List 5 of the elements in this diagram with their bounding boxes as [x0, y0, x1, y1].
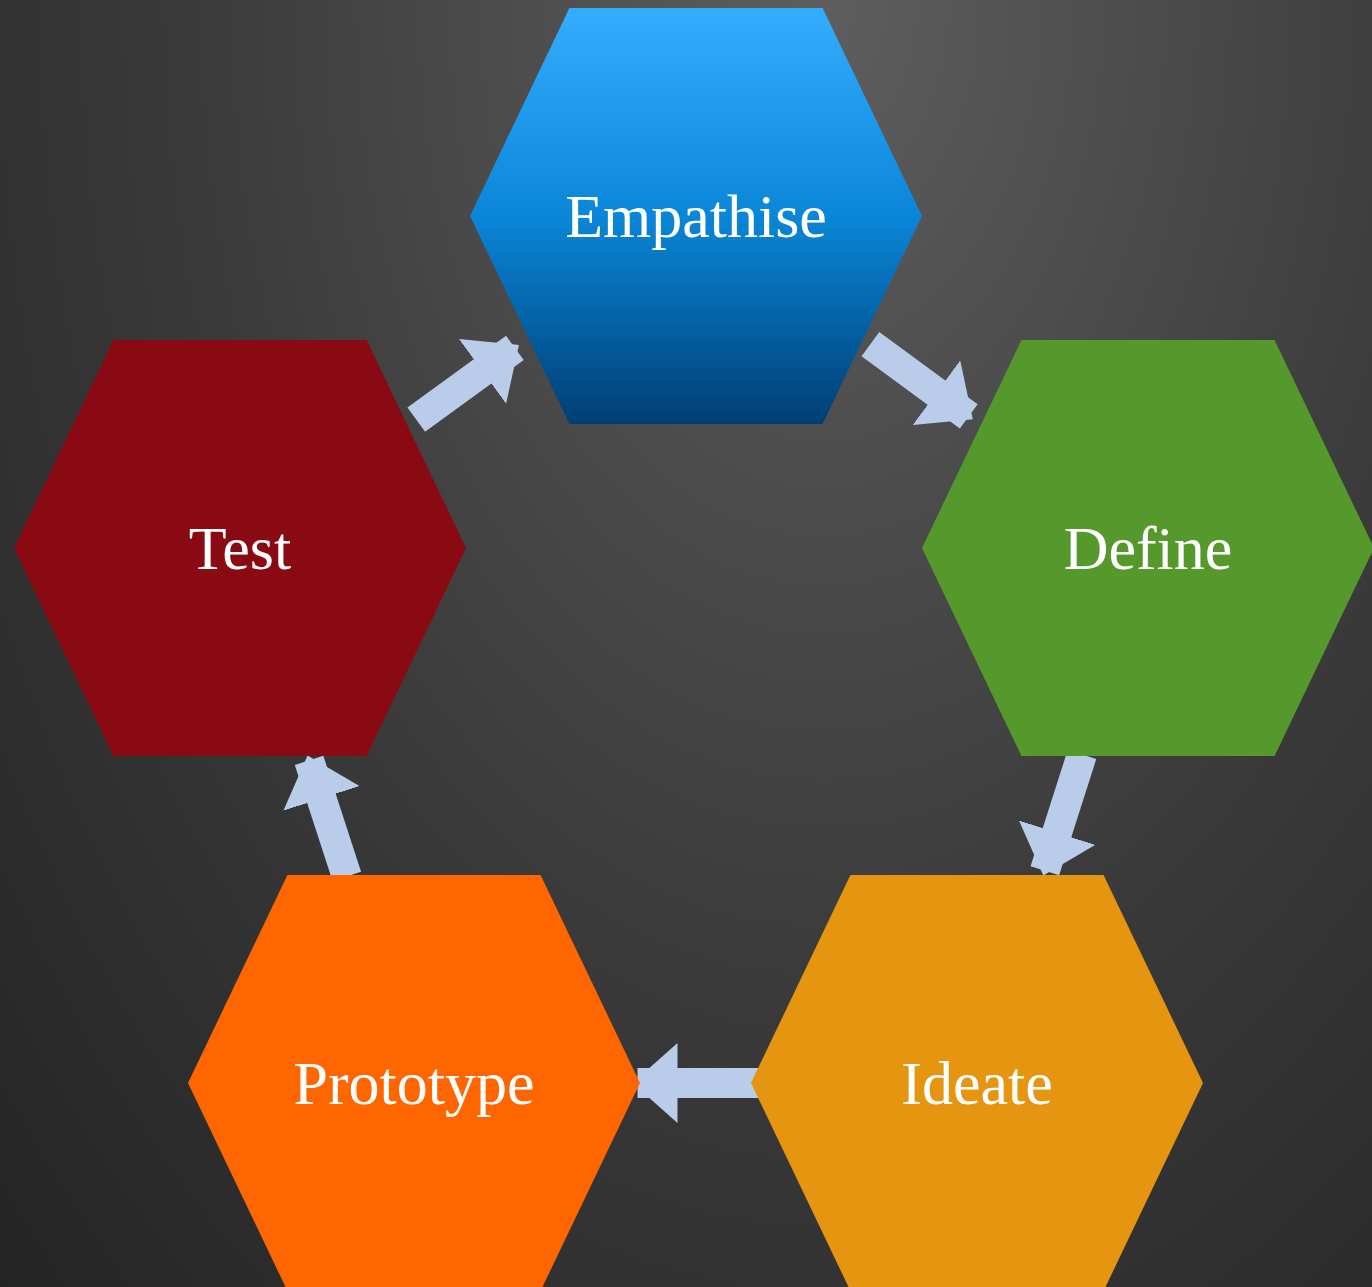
block-arrow — [407, 335, 524, 432]
step-label: Test — [188, 517, 292, 579]
step-label: Define — [1063, 517, 1233, 579]
step-label: Ideate — [901, 1052, 1053, 1114]
block-arrow — [861, 332, 978, 429]
